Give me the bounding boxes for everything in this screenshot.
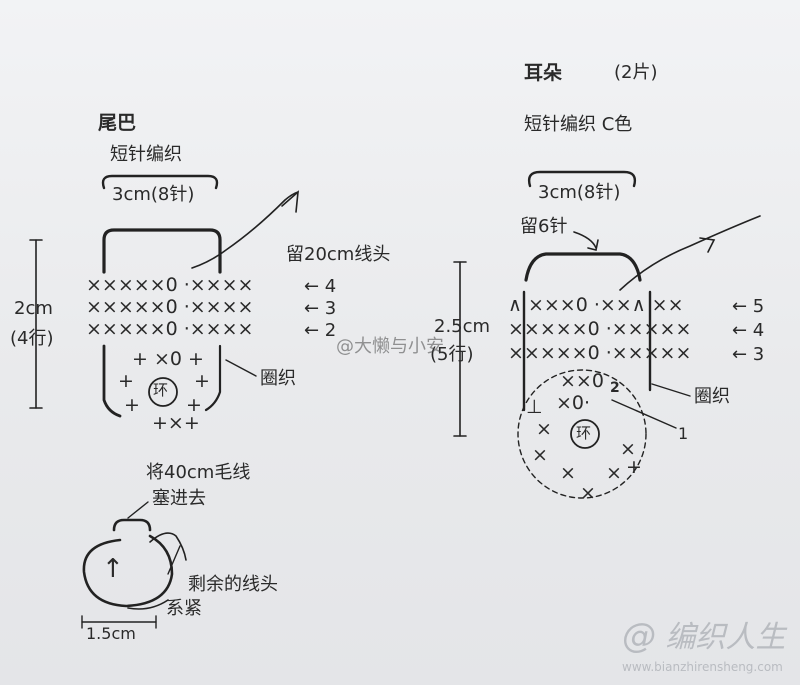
ear-height-label: 2.5cm	[434, 316, 491, 337]
ear-one-pointer	[611, 399, 677, 429]
tail-rows-label: (4行)	[10, 328, 54, 349]
tail-title: 尾巴	[98, 112, 137, 134]
ear-row-marker-4: ← 4	[732, 320, 765, 341]
ear-ring-center: 环	[576, 424, 592, 442]
tail-leave-thread-label: 留20cm线头	[286, 244, 391, 265]
ear-leave-stitches-label: 留6针	[520, 216, 568, 237]
tail-thread-tuft	[149, 532, 187, 561]
ear-ring-label: 圈织	[694, 386, 730, 407]
ear-rows-label: (5行)	[430, 344, 474, 365]
ear-row-marker-5: ← 5	[732, 296, 765, 317]
tail-row-1-bottom: +×+	[152, 412, 200, 434]
watermark-url: www.bianzhirensheng.com	[622, 660, 783, 674]
ear-row-3-stitches: ×××××0 ·×××××	[508, 342, 692, 364]
tail-ring-pointer	[225, 359, 257, 377]
watermark-swirl-icon: @	[622, 616, 656, 656]
ear-base-dashed	[517, 369, 647, 499]
ear-base-x5: ×	[606, 462, 622, 484]
ear-row-2-stitches: ××0	[560, 370, 604, 392]
ear-row-5-stitches: ∧ ×××0 ·××∧ ××	[508, 294, 684, 316]
tail-width-brace	[101, 174, 219, 190]
ear-ring-circle	[570, 419, 600, 449]
tail-width-label: 3cm(8针)	[112, 184, 195, 205]
tail-stuff-pointer	[127, 501, 149, 519]
ear-base-x3: ×	[560, 462, 576, 484]
tail-row-1-bl: +	[124, 394, 140, 416]
tail-row-2-stitches: ×××××0 ·××××	[86, 318, 254, 340]
tail-row-3-stitches: ×××××0 ·××××	[86, 296, 254, 318]
tail-row-marker-4: ← 4	[304, 276, 337, 297]
ear-base-x2: ×	[532, 444, 548, 466]
ear-width-brace	[527, 170, 637, 188]
tail-row-1-right: +	[194, 370, 210, 392]
tail-thread	[191, 191, 299, 269]
tail-bottom-width-label: 1.5cm	[86, 624, 136, 643]
ear-leave-arrow	[573, 231, 597, 249]
tail-row-1-top: + ×0 +	[132, 348, 204, 370]
tail-row-4-stitches: ×××××0 ·××××	[86, 274, 254, 296]
tail-stuff-note-1: 将40cm毛线	[146, 462, 251, 483]
tail-thread-head	[281, 190, 299, 213]
tail-ball-outline	[82, 534, 174, 608]
ear-inner-number-1: 1	[678, 424, 689, 443]
ear-thread	[619, 215, 761, 291]
tail-ball-cap	[112, 518, 152, 532]
tail-ring-center: 环	[153, 381, 169, 399]
ear-base-x4: ×	[580, 482, 596, 504]
ear-base-x6: ×	[620, 438, 636, 460]
ear-count: (2片)	[614, 62, 658, 83]
ear-base-plus: +	[626, 456, 642, 478]
tail-row-marker-3: ← 3	[304, 298, 337, 319]
ear-base-x1: ×	[536, 418, 552, 440]
tail-tie-note-2: 系紧	[166, 598, 202, 619]
tail-left-curve	[102, 344, 122, 418]
tail-tie-pointer	[167, 545, 181, 575]
tail-height-label: 2cm	[14, 298, 53, 319]
ear-row-marker-3: ← 3	[732, 344, 765, 365]
ear-row-4-stitches: ×××××0 ·×××××	[508, 318, 692, 340]
tail-ring-label: 圈织	[260, 368, 296, 389]
tail-up-arrow-icon: ↑	[102, 554, 124, 584]
tail-row-1-left: +	[118, 370, 134, 392]
ear-width-label: 3cm(8针)	[538, 182, 621, 203]
ear-thread-head	[699, 237, 716, 253]
tail-tie-note-1: 剩余的线头	[188, 574, 278, 595]
tail-row-marker-2: ← 2	[304, 320, 337, 341]
ear-inner-number-2: 2	[610, 380, 620, 396]
watermark-brand-logo: @ 编织人生	[622, 616, 786, 656]
ear-title: 耳朵	[524, 62, 563, 84]
ear-top-bar	[524, 252, 642, 282]
tail-stuff-note-2: 塞进去	[152, 488, 206, 509]
tail-subtitle: 短针编织	[110, 144, 182, 165]
tail-right-curve	[204, 344, 222, 412]
ear-ring-pointer	[651, 383, 691, 397]
ear-base-left: ⊥	[526, 396, 543, 418]
watermark-handle: @大懒与小安	[336, 336, 444, 357]
tail-top-bar	[102, 228, 222, 274]
ear-row-1-stitches: ×0·	[556, 392, 591, 414]
ear-subtitle: 短针编织 C色	[524, 114, 633, 135]
tail-ring-circle	[148, 377, 178, 407]
tail-row-1-br: +	[186, 394, 202, 416]
